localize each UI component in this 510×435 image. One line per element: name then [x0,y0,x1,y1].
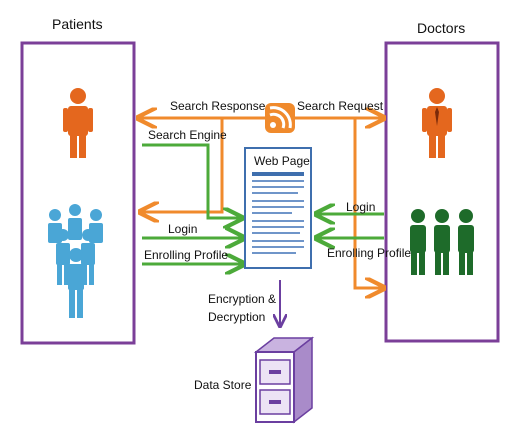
enrolling-patient-label: Enrolling Profile [144,248,229,262]
orange-response-path [142,118,224,212]
doctors-panel [384,41,500,343]
rss-icon [265,103,295,133]
doctors-title: Doctors [417,20,466,36]
login-patient-label: Login [168,222,198,236]
encryption-label: Encryption & [208,292,277,306]
orange-request-path [353,118,382,288]
web-page-label: Web Page [254,154,310,168]
doctors-group-icon [410,209,474,275]
web-page-doc-icon [244,147,312,269]
login-doctor-label: Login [346,200,376,214]
search-engine-arrow [142,143,240,218]
enrolling-doctor-label: Enrolling Profile [327,246,412,260]
search-response-label: Search Response [170,99,266,113]
decryption-label: Decryption [208,310,266,324]
data-store-cabinet-icon [253,336,315,424]
patients-group-icon [48,204,103,318]
doctor-person-icon [422,88,452,158]
data-store-label: Data Store [194,378,252,392]
search-request-label: Search Request [297,99,384,113]
patient-person-icon [63,88,93,158]
search-engine-label: Search Engine [148,128,227,142]
patients-title: Patients [52,16,103,32]
